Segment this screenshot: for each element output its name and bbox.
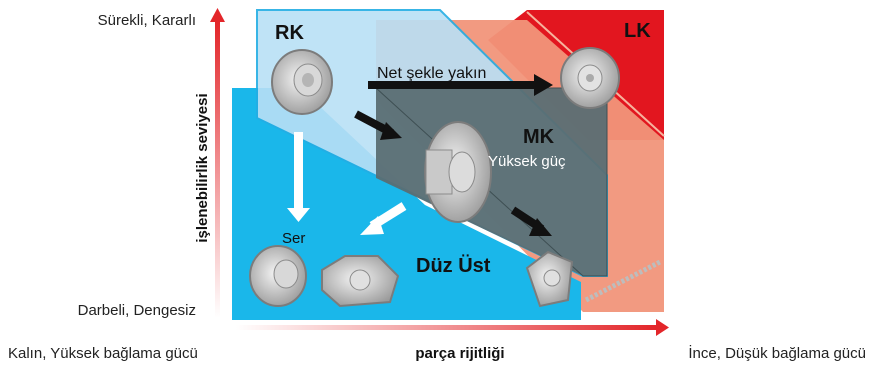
ser-down-arrow: [287, 132, 310, 222]
x-axis-arrow-shaft: [236, 325, 656, 330]
yuksek-guc-label: Yüksek güç: [488, 153, 566, 170]
x-axis-arrow-head: [656, 319, 669, 336]
mk-to-pipe-arrow: [510, 206, 552, 236]
thin-pipe-part-image: [525, 250, 574, 308]
duz-ust-wheel-image: [249, 245, 307, 307]
rk-wheel-image: [271, 49, 333, 115]
mk-region: [376, 88, 607, 276]
mk-label: MK: [523, 126, 555, 148]
x-axis-title: parça rijitliği: [415, 345, 504, 362]
duz-ust-label: Düz Üst: [416, 254, 491, 277]
y-axis-top-label: Sürekli, Kararlı: [98, 12, 196, 29]
x-axis-left-label: Kalın, Yüksek bağlama gücü: [8, 345, 198, 362]
chain-part-image: [584, 259, 662, 303]
x-axis-right-label: İnce, Düşük bağlama gücü: [688, 344, 866, 362]
rk-to-mk-arrow: [354, 110, 402, 140]
net-sekle-label: Net şekle yakın: [377, 65, 486, 82]
lk-wheel-image: [560, 47, 620, 109]
lk-label: LK: [624, 20, 651, 42]
y-axis-title: işlenebilirlik seviyesi: [194, 93, 211, 242]
mk-flange-image: [424, 121, 492, 223]
ser-label: Ser: [282, 230, 305, 247]
y-axis-bottom-label: Darbeli, Dengesiz: [78, 302, 196, 319]
y-axis-arrow-shaft: [215, 22, 220, 318]
net-sekle-arrow: [368, 74, 553, 96]
ser-diagonal-arrow: [360, 202, 407, 235]
rk-label: RK: [275, 22, 304, 44]
duz-ust-housing-image: [321, 255, 400, 308]
y-axis-arrow-head: [210, 8, 225, 22]
